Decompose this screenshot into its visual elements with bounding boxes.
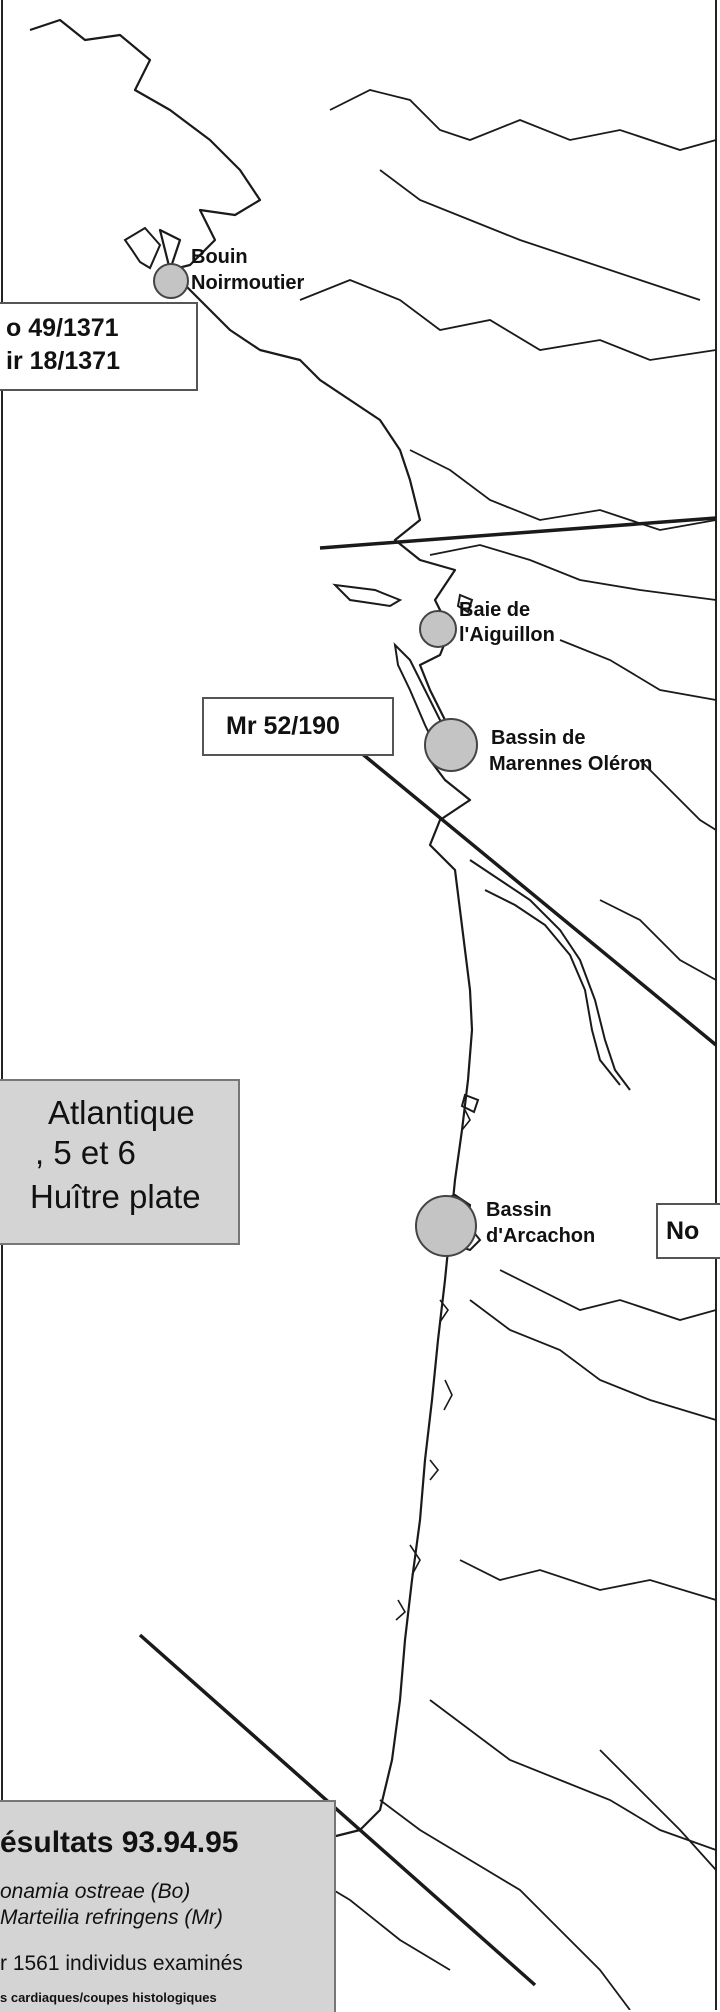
gironde-estuary [469,859,631,1091]
north-results-line1: o 49/1371 [6,314,119,342]
label-bouin: Bouin [191,246,248,268]
site-marker-bouin-noirmoutier [153,263,189,299]
title-box: Atlantique , 5 et 6 Huître plate [0,1079,240,1245]
lakes [395,1109,471,1621]
island-aix [456,593,474,614]
site-marker-arcachon [415,1195,477,1257]
site-marker-baie-aiguillon [419,610,457,648]
results-legend-box: ésultats 93.94.95 onamia ostreae (Bo) Ma… [0,1800,336,2012]
label-baie-line1: Baie de [459,599,531,621]
title-line3: Huître plate [30,1178,201,1215]
label-arcachon-line1: Bassin [486,1199,552,1221]
results-line-marteilia: Marteilia refringens (Mr) [0,1906,223,1929]
coastline [19,18,474,1847]
south-results-text: No [666,1217,700,1245]
mr-results-box: Mr 52/190 [202,697,394,756]
north-results-line2: ir 18/1371 [6,347,120,375]
site-marker-marennes-oleron [424,718,478,772]
label-marennes-line2: Marennes Oléron [489,753,653,775]
title-line2: , 5 et 6 [35,1134,136,1171]
label-arcachon-line2: d'Arcachon [486,1225,596,1247]
site-markers [153,263,478,1257]
rivers [139,89,717,2010]
results-title: ésultats 93.94.95 [0,1826,239,1859]
island-noirmoutier [123,226,162,270]
results-line-bonamia: onamia ostreae (Bo) [0,1880,191,1903]
mr-results-text: Mr 52/190 [226,712,340,740]
title-line1: Atlantique [48,1094,195,1131]
small-islet [460,1093,480,1114]
zone-lines [138,516,718,1987]
south-results-box: No [656,1203,720,1259]
label-marennes-line1: Bassin de [491,727,586,749]
label-baie-line2: l'Aiguillon [459,624,555,646]
label-noirmoutier: Noirmoutier [191,272,305,294]
results-line-method: s cardiaques/coupes histologiques [0,1990,217,2005]
north-results-box: o 49/1371 ir 18/1371 [0,302,198,391]
island-re [332,583,403,608]
results-line-count: r 1561 individus examinés [0,1952,243,1975]
